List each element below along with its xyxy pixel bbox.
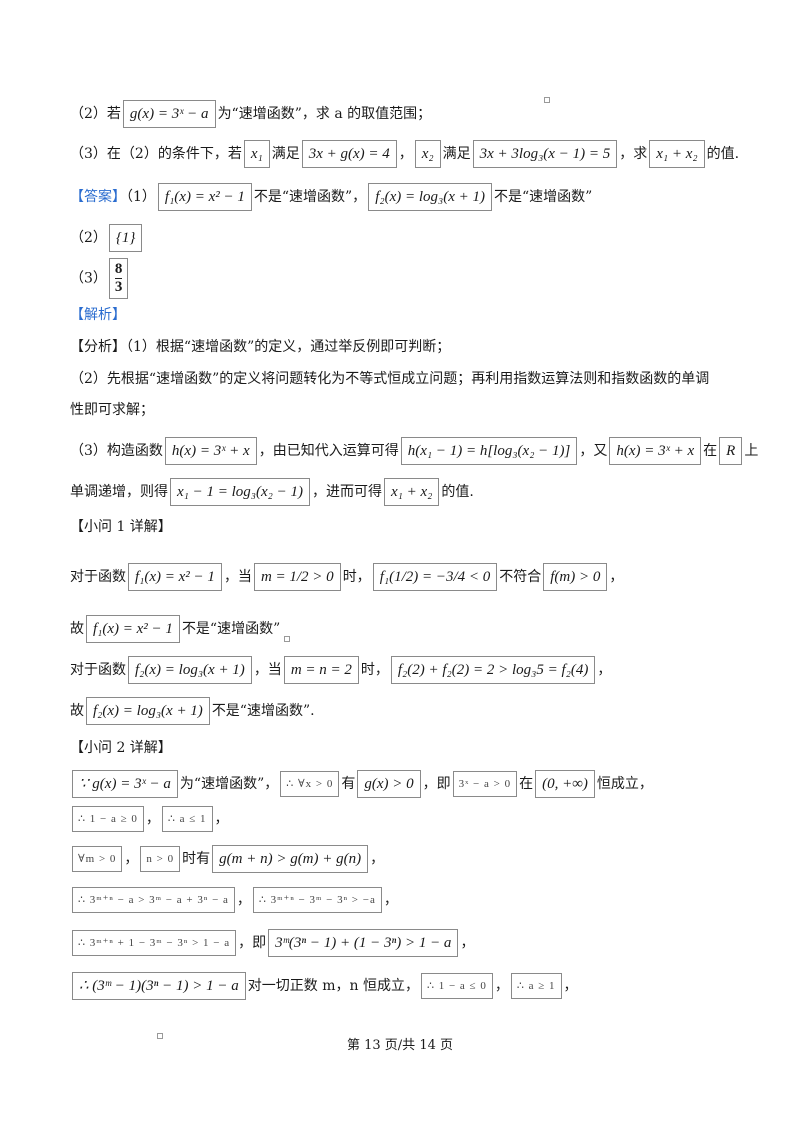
math-formula: ∀m > 0 [72, 846, 123, 872]
math-formula: ∴ ∀x > 0 [280, 771, 340, 797]
sub2-line-b: ∴ 1 − a ≥ 0，∴ a ≤ 1， [70, 806, 229, 832]
math-formula: m = 1/2 > 0 [253, 563, 341, 591]
analysis-line-2: （2）先根据“速增函数”的定义将问题转化为不等式恒成立问题；再利用指数运算法则和… [70, 371, 710, 387]
math-formula: ∵ g(x) = 3ˣ − a [72, 770, 178, 798]
math-formula: h(x₁ − 1) = h[log₃(x₂ − 1)] [400, 437, 578, 465]
math-formula: n > 0 [140, 846, 181, 872]
math-formula: 3ˣ − a > 0 [452, 771, 518, 797]
math-formula: g(x) > 0 [357, 770, 421, 798]
math-formula: f₁(x) = x² − 1 [157, 183, 252, 211]
marker-square [544, 97, 550, 103]
analysis-line-3: 性即可求解； [70, 402, 154, 418]
math-formula: f₂(x) = log₃(x + 1) [128, 656, 252, 684]
math-formula: ∴ 1 − a ≤ 0 [420, 973, 493, 999]
math-formula: 3x + 3log₃(x − 1) = 5 [472, 140, 618, 168]
math-formula: f(m) > 0 [543, 563, 608, 591]
math-formula: f₂(x) = log₃(x + 1) [368, 183, 492, 211]
math-formula: x₁ + x₂ [383, 478, 440, 506]
marker-square [284, 636, 290, 642]
math-formula: f₁(1/2) = −3/4 < 0 [372, 563, 498, 591]
math-formula: f₂(x) = log₃(x + 1) [86, 697, 210, 725]
math-formula: f₁(x) = x² − 1 [128, 563, 222, 591]
math-formula: x₁ + x₂ [649, 140, 705, 168]
math-formula: ∴ a ≥ 1 [510, 973, 562, 999]
math-formula: x₁ [243, 140, 270, 168]
marker-square [157, 1033, 163, 1039]
math-formula: ∴ 3ᵐ⁺ⁿ + 1 − 3ᵐ − 3ⁿ > 1 − a [72, 930, 237, 956]
math-formula: ∴ (3ᵐ − 1)(3ⁿ − 1) > 1 − a [72, 972, 246, 1000]
sub2-line-d: ∴ 3ᵐ⁺ⁿ − a > 3ᵐ − a + 3ⁿ − a，∴ 3ᵐ⁺ⁿ − 3ᵐ… [70, 887, 398, 913]
math-formula: g(x) = 3ˣ − a [122, 100, 216, 128]
math-formula: 3ᵐ(3ⁿ − 1) + (1 − 3ⁿ) > 1 − a [268, 929, 459, 957]
fraction-numerator: 8 [114, 261, 123, 279]
math-formula: {1} [108, 224, 143, 252]
page-footer: 第 13 页/共 14 页 [347, 1038, 453, 1053]
fraction-denominator: 3 [114, 279, 123, 295]
math-formula: h(x) = 3ˣ + x [609, 437, 702, 465]
math-formula: ∴ 3ᵐ⁺ⁿ − 3ᵐ − 3ⁿ > −a [252, 887, 382, 913]
math-formula: x₂ [414, 140, 441, 168]
math-formula: ∴ a ≤ 1 [161, 806, 213, 832]
math-formula: f₁(x) = x² − 1 [86, 615, 180, 643]
math-formula: h(x) = 3ˣ + x [164, 437, 257, 465]
answer-label: 【答案】 [70, 189, 126, 205]
math-formula: (0, +∞) [535, 770, 595, 798]
math-formula: R [719, 437, 743, 465]
math-formula: ∴ 3ᵐ⁺ⁿ − a > 3ᵐ − a + 3ⁿ − a [72, 887, 235, 913]
math-formula: 3x + g(x) = 4 [301, 140, 397, 168]
sub2-title: 【小问 2 详解】 [70, 740, 172, 756]
math-formula: x₁ − 1 = log₃(x₂ − 1) [170, 478, 310, 506]
math-formula: g(m + n) > g(m) + g(n) [212, 845, 369, 873]
sub1-title: 【小问 1 详解】 [70, 519, 172, 535]
analysis-label: 【解析】 [70, 307, 126, 323]
math-formula: f₂(2) + f₂(2) = 2 > log₃5 = f₂(4) [390, 656, 596, 684]
answer-2: （2）{1} [70, 224, 144, 252]
math-formula: m = n = 2 [283, 656, 359, 684]
analysis-line-1: 【分析】（1）根据“速增函数”的定义，通过举反例即可判断； [70, 339, 451, 355]
math-formula: ∴ 1 − a ≥ 0 [72, 806, 144, 832]
